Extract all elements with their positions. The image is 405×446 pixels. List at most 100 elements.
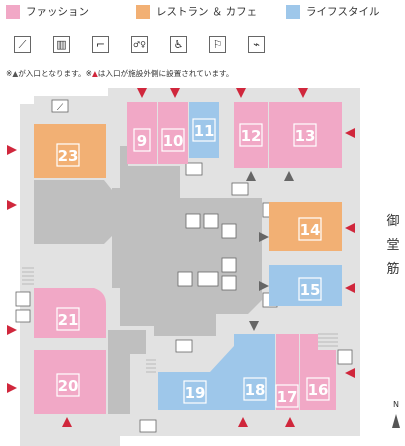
shop-18-number-frame xyxy=(243,377,267,401)
legend-lifestyle: ライフスタイル xyxy=(286,4,380,19)
street-label-char: 筋 xyxy=(386,262,400,277)
outer-entrance-marker xyxy=(236,88,246,98)
outer-entrance-marker xyxy=(62,417,72,427)
smoking-area-icon: ⌁ xyxy=(248,36,265,53)
shop-17-number: 17 xyxy=(277,388,298,406)
shop-17[interactable]: 17 xyxy=(275,334,299,410)
map-escalator-top-left xyxy=(51,99,69,113)
central-gray-area xyxy=(34,180,112,244)
shop-14[interactable]: 14 xyxy=(269,202,342,251)
legend: ファッション レストラン ＆ カフェ ライフスタイル xyxy=(0,4,405,20)
shop-15-area[interactable] xyxy=(269,265,342,306)
note-middle: が入口となります。※ xyxy=(18,69,92,78)
shop-11-number-frame xyxy=(192,118,216,142)
map-elevator-left xyxy=(15,291,31,307)
legend-fashion-swatch xyxy=(6,4,20,19)
left-upper-gap xyxy=(20,96,34,104)
shop-11[interactable]: 11 xyxy=(189,102,219,158)
shop-20-area[interactable] xyxy=(34,350,106,414)
street-label: 御堂筋 xyxy=(383,210,403,282)
shop-13-number: 13 xyxy=(295,127,316,145)
bottom-left-gray xyxy=(130,330,146,354)
shop-12[interactable]: 12 xyxy=(234,102,268,168)
shop-20[interactable]: 20 xyxy=(34,350,106,414)
map-escalator-right xyxy=(185,162,203,176)
map-escalator-top-left-glyph: ⟋ xyxy=(57,103,64,113)
shop-23-area[interactable] xyxy=(34,124,106,178)
legend-restaurant-swatch xyxy=(136,4,150,19)
note-outer-mark: ▲ xyxy=(91,69,98,78)
map-nursing-2 xyxy=(221,275,237,291)
shop-13[interactable]: 13 xyxy=(269,102,342,168)
shop-17-number-frame xyxy=(275,384,299,408)
shop-21-number-frame xyxy=(56,307,80,331)
outer-entrance-marker xyxy=(345,283,355,293)
inner-entrance-marker xyxy=(246,171,256,181)
shop-12-number-frame xyxy=(239,123,263,147)
outer-entrance-marker xyxy=(285,417,295,427)
shop-14-area[interactable] xyxy=(269,202,342,251)
elevator-icon: ▥ xyxy=(53,36,70,53)
inner-entrance-marker xyxy=(259,281,269,291)
note-inner-mark: ▲ xyxy=(12,69,19,78)
escalator-icon: ⟋ xyxy=(14,36,31,53)
shop-10[interactable]: 10 xyxy=(158,102,188,164)
map-escalator-bottom xyxy=(175,339,193,353)
stairs-bottom-left xyxy=(146,359,156,373)
north-label: N xyxy=(393,400,399,409)
shop-23[interactable]: 23 xyxy=(34,124,106,178)
outer-entrance-marker xyxy=(170,88,180,98)
shop-15-number: 15 xyxy=(300,281,321,299)
legend-lifestyle-swatch xyxy=(286,4,300,19)
shop-10-number: 10 xyxy=(163,132,184,150)
map-smoking-2 xyxy=(197,271,219,287)
shop-19-number: 19 xyxy=(185,384,206,402)
outer-entrance-marker xyxy=(7,383,17,393)
map-accessible-2 xyxy=(221,257,237,273)
outer-entrance-marker xyxy=(7,200,17,210)
shop-14-number-frame xyxy=(298,217,322,241)
shop-21[interactable]: 21 xyxy=(34,288,106,338)
map-accessible-1 xyxy=(203,213,219,229)
outer-entrance-marker xyxy=(345,368,355,378)
shop-11-number: 11 xyxy=(194,122,215,140)
shop-13-area[interactable] xyxy=(269,102,342,168)
shop-19-area[interactable] xyxy=(158,346,234,410)
note-prefix: ※ xyxy=(6,69,13,78)
shop-16-area[interactable] xyxy=(300,334,336,410)
shop-9-number: 9 xyxy=(137,132,147,150)
inner-entrance-marker xyxy=(284,171,294,181)
legend-restaurant-label: レストラン ＆ カフェ xyxy=(156,6,258,18)
left-gray-strip xyxy=(112,188,126,288)
shop-21-area[interactable] xyxy=(34,288,106,338)
street-label-char: 堂 xyxy=(386,238,400,253)
shop-20-number-frame xyxy=(56,373,80,397)
shop-10-area[interactable] xyxy=(158,102,188,164)
shop-15-number-frame xyxy=(298,277,322,301)
shop-17-area[interactable] xyxy=(276,334,299,410)
shop-11-area[interactable] xyxy=(189,102,219,158)
shop-16-number: 16 xyxy=(308,381,329,399)
outer-entrance-marker xyxy=(298,88,308,98)
map-escalator-left-bottom xyxy=(15,309,31,323)
shop-12-area[interactable] xyxy=(234,102,268,168)
legend-fashion: ファッション xyxy=(6,4,89,19)
shop-19-number-frame xyxy=(183,380,207,404)
stairs-right xyxy=(318,333,338,347)
stairs-left xyxy=(22,267,34,285)
street-label-char: 御 xyxy=(386,214,400,229)
map-restroom-1 xyxy=(185,213,201,229)
shop-18[interactable]: 18 xyxy=(234,334,275,410)
outer-entrance-marker xyxy=(7,325,17,335)
restroom-icon: ♂♀ xyxy=(131,36,148,53)
stairs-icon: ⌐ xyxy=(92,36,109,53)
shop-14-number: 14 xyxy=(300,221,321,239)
shop-12-number: 12 xyxy=(241,127,262,145)
shop-19[interactable]: 19 xyxy=(158,346,234,410)
shop-9[interactable]: 9 xyxy=(127,102,157,164)
shop-15[interactable]: 15 xyxy=(269,265,342,306)
shop-16[interactable]: 16 xyxy=(300,334,336,410)
note-suffix: は入口が施設外側に設置されています。 xyxy=(97,69,234,78)
accessible-restroom-icon: ♿ xyxy=(170,36,187,53)
outer-entrance-marker xyxy=(238,417,248,427)
